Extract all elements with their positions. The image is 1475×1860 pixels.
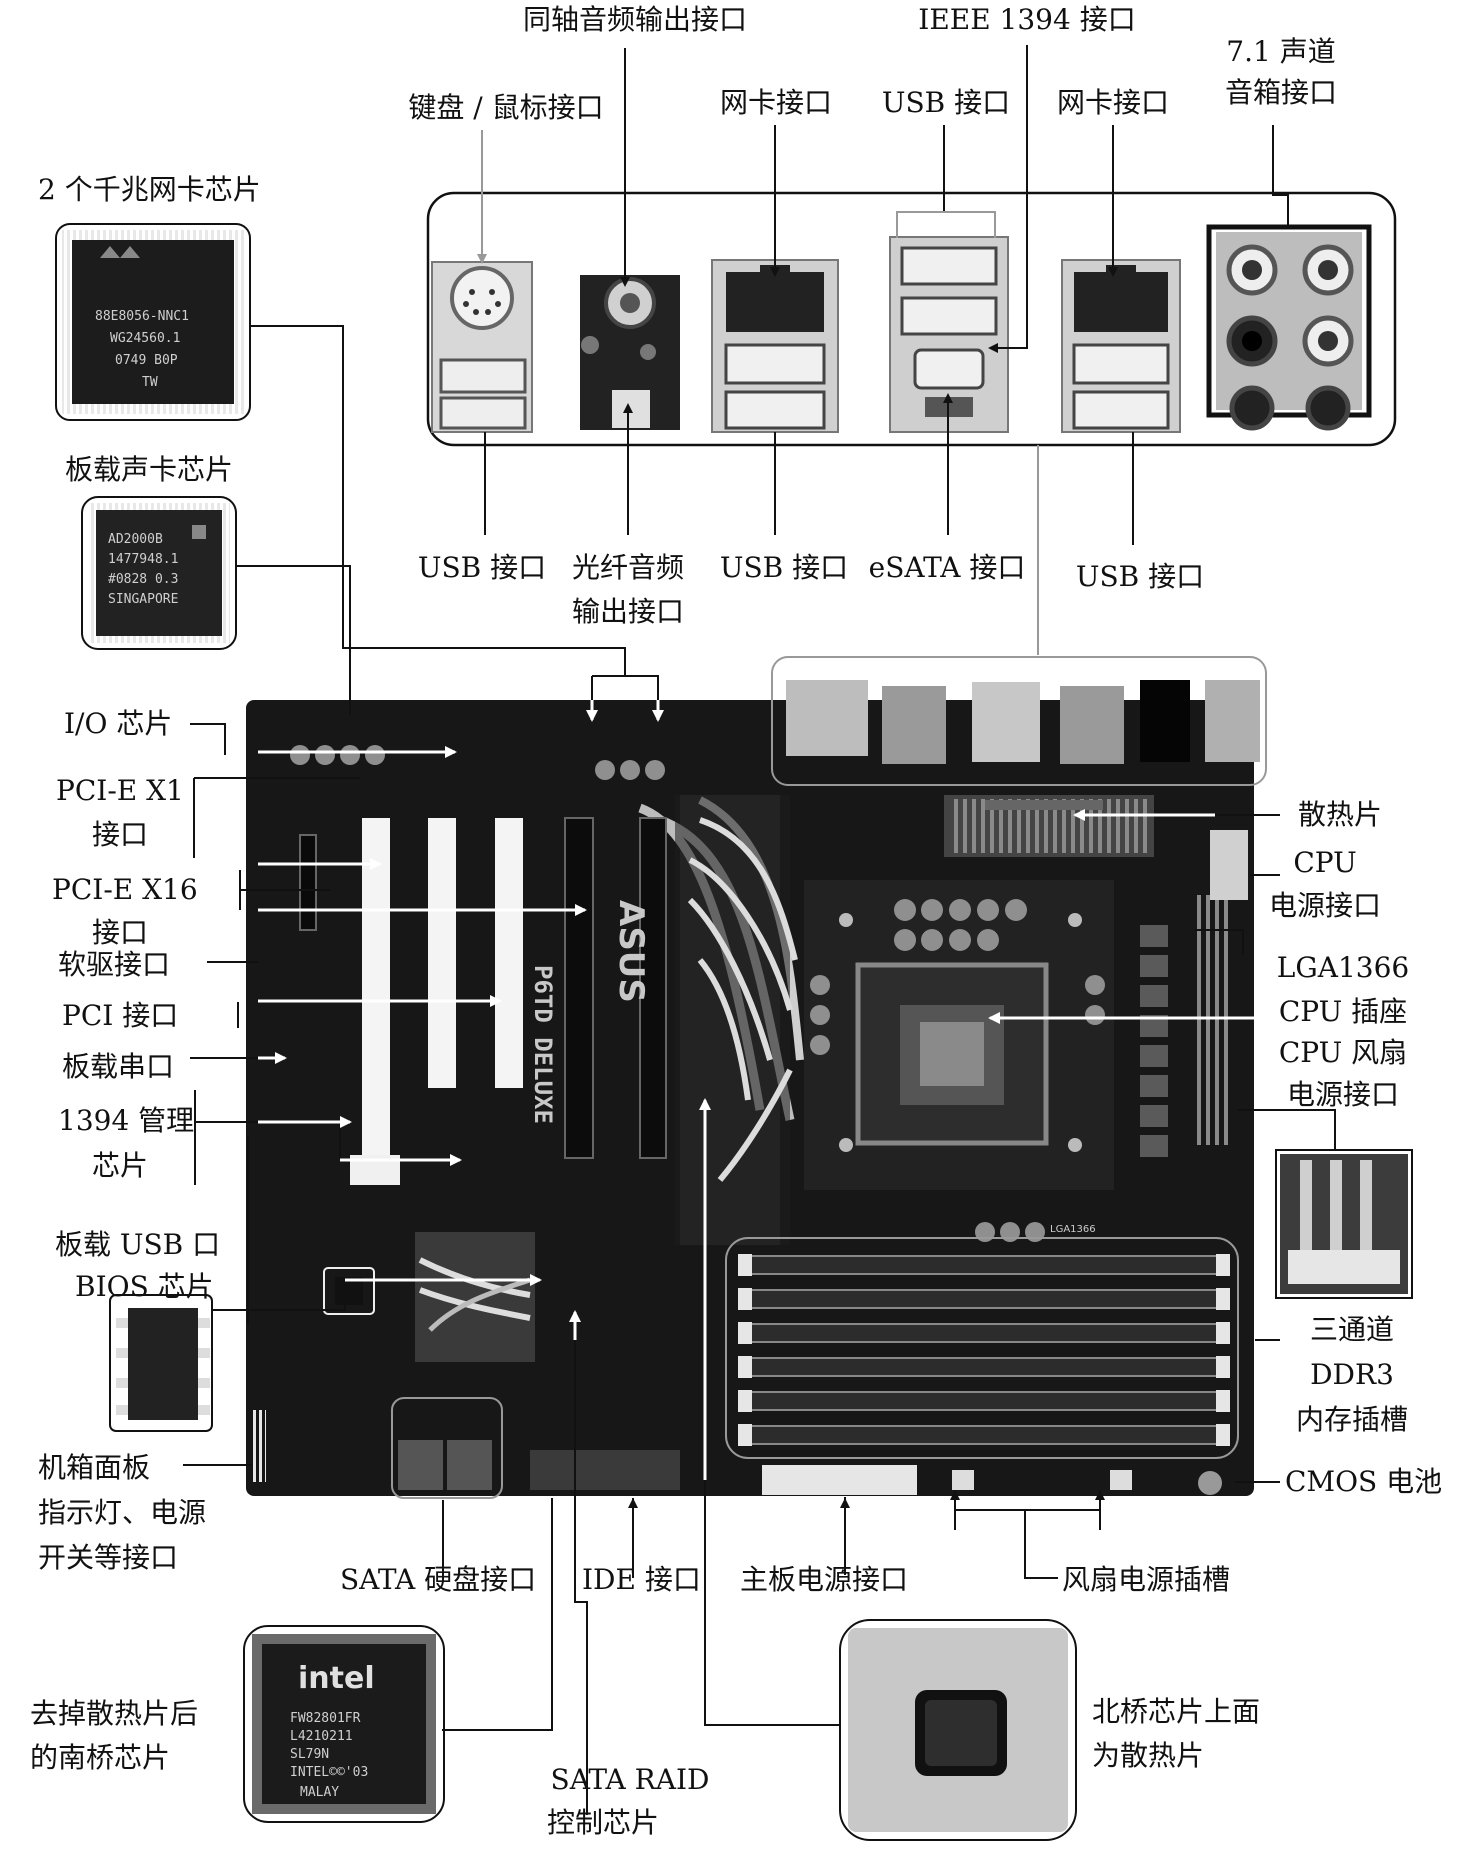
bios-chip-inset: [109, 1294, 213, 1432]
board-brand: ASUS: [611, 900, 651, 1003]
label-io-chip: I/O 芯片: [64, 707, 173, 740]
board-arrows: [258, 700, 1255, 1480]
fan-header-inset: [1275, 1149, 1413, 1299]
label-ddr3-line2: DDR3: [1310, 1358, 1394, 1391]
label-serial: 板载串口: [62, 1050, 175, 1083]
motherboard: ASUS P6TD DELUXE L: [246, 656, 1267, 1499]
label-southbridge-line2: 的南桥芯片: [30, 1741, 171, 1774]
ps2-port: [431, 261, 533, 433]
lan-chip-line-4: TW: [142, 375, 158, 390]
label-cpu-power-line2: 电源接口: [1268, 889, 1382, 922]
label-pcie-x1-line2: 接口: [92, 818, 149, 851]
black-arrows: [628, 814, 1280, 1548]
sb-chip-line-5: MALAY: [300, 1785, 339, 1800]
label-panel-line1: 机箱面板: [38, 1451, 151, 1484]
label-pcie-x16-line1: PCI-E X16: [52, 873, 198, 906]
audio-chip-line-4: SINGAPORE: [108, 592, 178, 607]
label-southbridge-line1: 去掉散热片后: [30, 1697, 199, 1730]
dimm-slots: [725, 1237, 1239, 1459]
label-floppy: 软驱接口: [58, 948, 171, 981]
audio-chip-line-1: AD2000B: [108, 532, 163, 547]
sb-chip-line-3: SL79N: [290, 1747, 329, 1762]
label-atx-power: 主板电源接口: [740, 1563, 909, 1596]
label-raid-line2: 控制芯片: [546, 1806, 660, 1839]
intel-logo: intel: [298, 1661, 375, 1696]
label-esata: eSATA 接口: [868, 551, 1026, 584]
audio-jacks: [1206, 224, 1372, 431]
expansion-slots: [299, 817, 667, 1185]
label-lga-line1: LGA1366: [1276, 951, 1410, 984]
coax-optical-port: [580, 275, 680, 430]
label-cpu-power-line1: CPU: [1293, 846, 1357, 879]
label-lga-line2: CPU 插座: [1278, 995, 1408, 1028]
label-raid-line1: SATA RAID: [550, 1763, 710, 1796]
northbridge-chip-inset: [839, 1619, 1077, 1841]
label-ps2: 键盘 / 鼠标接口: [408, 91, 604, 124]
label-gig-lan-chip: 2 个千兆网卡芯片: [38, 173, 261, 206]
label-panel-line3: 开关等接口: [38, 1541, 179, 1574]
lan-chip-inset: 88E8056-NNC1 WG24560.1 0749 B0P TW: [55, 223, 251, 421]
lan-usb-stack-2: [1061, 259, 1181, 433]
socket-label: LGA1366: [1050, 1224, 1096, 1235]
label-cpu-fan-line2: 电源接口: [1286, 1078, 1400, 1111]
label-fan-headers: 风扇电源插槽: [1062, 1563, 1231, 1596]
label-pci: PCI 接口: [62, 999, 179, 1032]
audio-chip-line-2: 1477948.1: [108, 552, 178, 567]
label-sata: SATA 硬盘接口: [340, 1563, 537, 1596]
io-panel: [426, 191, 1397, 447]
lan-chip-line-3: 0749 B0P: [115, 353, 178, 368]
label-cpu-fan-line1: CPU 风扇: [1278, 1036, 1408, 1069]
label-bios-chip: BIOS 芯片: [75, 1270, 214, 1303]
label-northbridge-line1: 北桥芯片上面: [1092, 1695, 1261, 1728]
sb-chip-line-2: L4210211: [290, 1729, 353, 1744]
audio-chip-line-3: #0828 0.3: [108, 572, 178, 587]
label-ddr3-line1: 三通道: [1309, 1313, 1395, 1346]
label-heatsink: 散热片: [1298, 798, 1383, 831]
label-cmos: CMOS 电池: [1285, 1465, 1443, 1498]
label-coax: 同轴音频输出接口: [522, 3, 748, 36]
sb-chip-line-4: INTEL©©'03: [290, 1765, 368, 1780]
label-usb-3: USB 接口: [1075, 560, 1205, 593]
label-ddr3-line3: 内存插槽: [1295, 1403, 1409, 1436]
label-71-line2: 音箱接口: [1224, 76, 1338, 109]
label-usb-1: USB 接口: [417, 551, 547, 584]
lan-chip-line-1: 88E8056-NNC1: [95, 309, 189, 324]
label-ieee1394: IEEE 1394 接口: [918, 3, 1136, 36]
label-optical-line1: 光纤音频: [571, 551, 685, 584]
sb-chip-line-1: FW82801FR: [290, 1711, 361, 1726]
label-lan-1: 网卡接口: [719, 86, 833, 119]
label-lan-2: 网卡接口: [1056, 86, 1170, 119]
label-pcie-x1-line1: PCI-E X1: [56, 774, 184, 807]
label-onboard-usb: 板载 USB 口: [55, 1228, 221, 1261]
lan-chip-line-2: WG24560.1: [110, 331, 180, 346]
label-audio-chip: 板载声卡芯片: [65, 453, 234, 486]
board-model: P6TD DELUXE: [529, 965, 557, 1124]
io-callout-lines: [477, 45, 1289, 655]
label-usb-top: USB 接口: [881, 86, 1011, 119]
southbridge-chip-inset: intel FW82801FR L4210211 SL79N INTEL©©'0…: [243, 1625, 445, 1823]
label-usb-2: USB 接口: [719, 551, 849, 584]
label-northbridge-line2: 为散热片: [1092, 1739, 1205, 1772]
label-optical-line2: 输出接口: [571, 595, 685, 628]
label-71-line1: 7.1 声道: [1226, 35, 1336, 68]
label-panel-line2: 指示灯、电源: [38, 1496, 207, 1529]
label-pcie-x16-line2: 接口: [92, 916, 149, 949]
label-1394-mgr-line2: 芯片: [92, 1149, 149, 1182]
lan-usb-stack-1: [711, 259, 839, 433]
label-1394-mgr-line1: 1394 管理: [58, 1104, 195, 1137]
label-ide: IDE 接口: [582, 1563, 701, 1596]
audio-chip-inset: AD2000B 1477948.1 #0828 0.3 SINGAPORE: [81, 496, 237, 650]
